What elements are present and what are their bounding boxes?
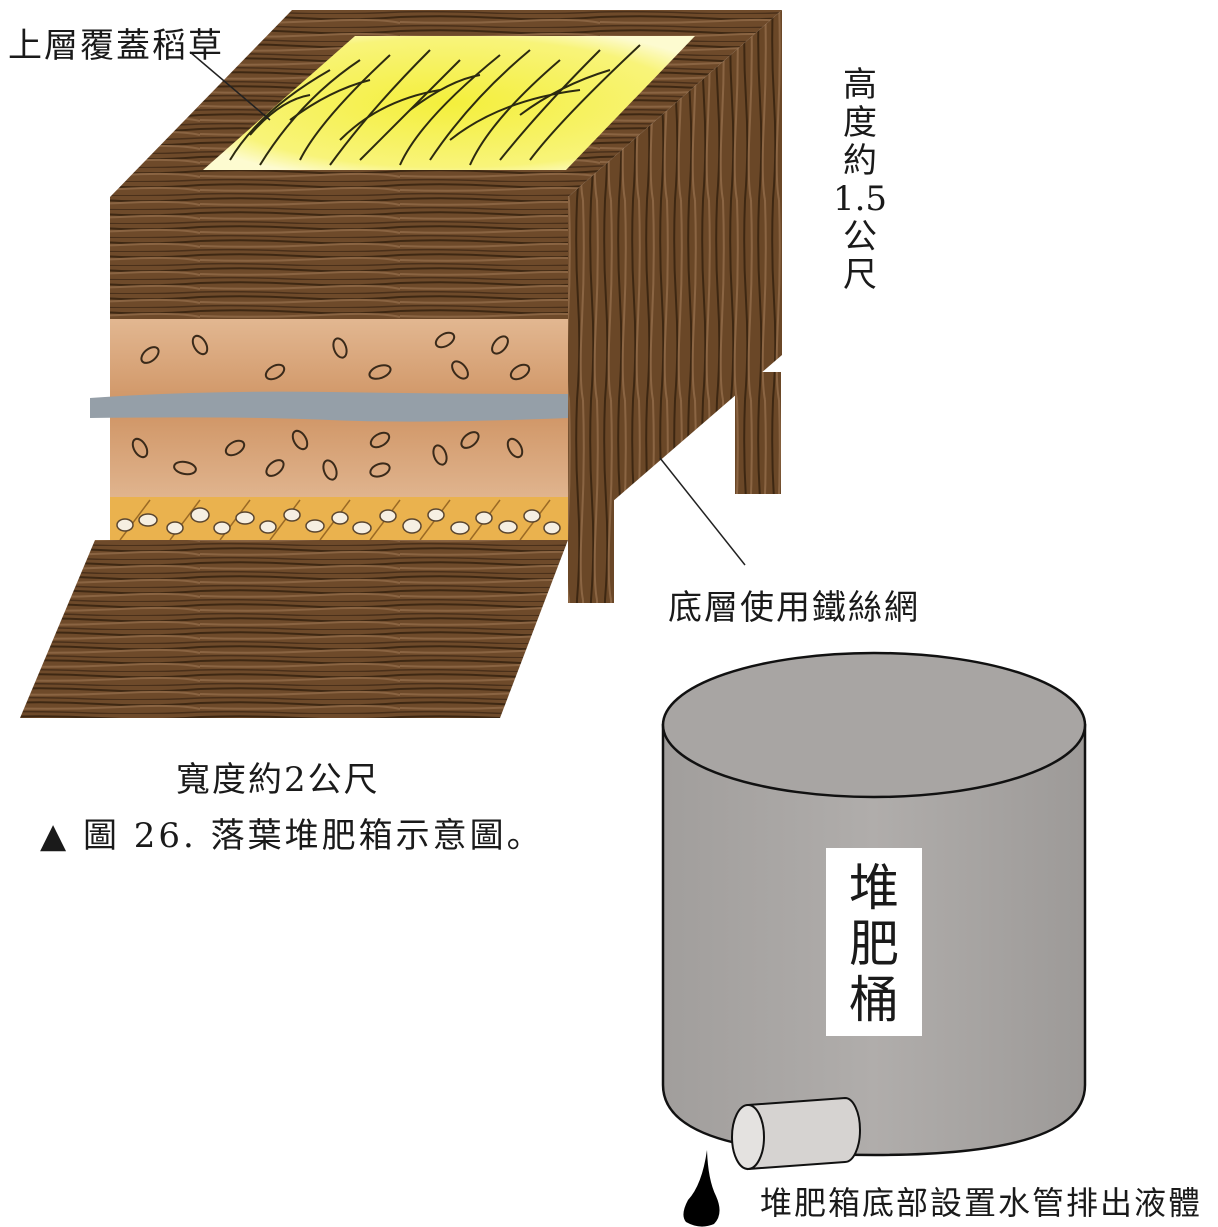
box-front-wood: [110, 197, 568, 319]
bucket-lid: [661, 651, 1087, 799]
box-leg-back: [735, 372, 781, 494]
compost-box: [20, 10, 782, 718]
gray-layer: [90, 391, 568, 422]
straw-leader-line: [189, 51, 271, 121]
drain-pipe: [731, 1096, 861, 1171]
box-leg-front: [568, 470, 614, 603]
bucket-label: 堆 肥 桶: [826, 848, 922, 1036]
liquid-drop: [683, 1150, 720, 1227]
leaf-shapes: [131, 331, 531, 481]
front-ramp-board: [20, 540, 568, 718]
height-label-char: 公: [843, 217, 877, 257]
height-label-char: 高: [843, 65, 877, 105]
straw-strands: [229, 44, 641, 166]
drain-label: 堆肥箱底部設置水管排出液體: [760, 1184, 1203, 1222]
height-label-char: 約: [843, 141, 877, 181]
figure-caption: ▲ 圖 26. 落葉堆肥箱示意圖。: [40, 816, 544, 856]
bucket-label-char: 堆: [849, 859, 899, 917]
height-label-char: 度: [843, 103, 877, 143]
bucket-label-char: 桶: [849, 971, 899, 1029]
height-label: 高 度 約 1.5 公 尺: [830, 66, 890, 294]
height-label-char: 尺: [843, 255, 877, 295]
straw-label: 上層覆蓋稻草: [8, 26, 224, 66]
straw-layer: [203, 36, 695, 170]
bucket-label-char: 肥: [849, 915, 899, 973]
width-label: 寬度約2公尺: [176, 760, 380, 800]
height-label-char: 1.5: [832, 179, 888, 219]
wire-mesh-leader-line: [659, 457, 746, 566]
gravel-pebbles: [116, 507, 561, 535]
box-right-face: [568, 10, 782, 540]
wire-mesh-label: 底層使用鐵絲網: [668, 588, 920, 628]
